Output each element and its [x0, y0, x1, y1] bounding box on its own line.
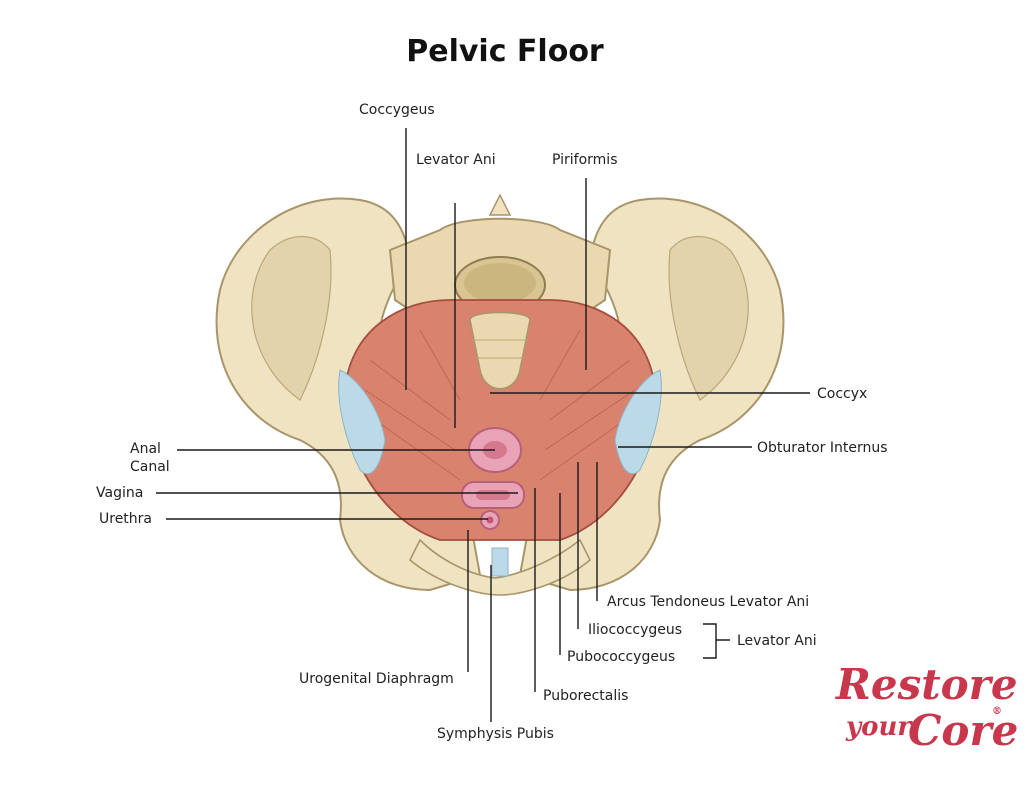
logo-registered-mark: ®: [992, 706, 1002, 717]
label-urogenital-diaphragm: Urogenital Diaphragm: [299, 671, 454, 687]
label-levator-ani-group: Levator Ani: [737, 633, 817, 649]
diagram-title: Pelvic Floor: [406, 34, 604, 69]
label-arcus-tendoneus: Arcus Tendoneus Levator Ani: [607, 594, 810, 610]
logo-line2-b: Core: [908, 706, 1019, 755]
levator-ani-bracket: [703, 623, 730, 659]
pubis: [409, 538, 591, 596]
label-vagina: Vagina: [96, 485, 144, 501]
label-symphysis-pubis: Symphysis Pubis: [437, 726, 554, 742]
right-ligament: [614, 369, 662, 475]
label-puborectalis: Puborectalis: [543, 688, 629, 704]
label-urethra: Urethra: [99, 511, 153, 527]
symphysis: [491, 547, 509, 577]
label-anal-canal-line2: Canal: [130, 459, 170, 475]
logo-line1: Restore: [836, 660, 1018, 709]
spinous-process: [488, 193, 512, 216]
label-iliococcygeus: Iliococcygeus: [588, 622, 683, 638]
left-ligament: [338, 369, 386, 475]
label-coccyx: Coccyx: [817, 386, 868, 402]
coccyx-bone: [469, 311, 531, 390]
leader-lines: [156, 128, 810, 722]
label-pubococcygeus: Pubococcygeus: [567, 649, 676, 665]
label-levator-ani-top: Levator Ani: [416, 152, 496, 168]
label-anal-canal-line1: Anal: [130, 441, 161, 457]
label-obturator-internus: Obturator Internus: [757, 440, 888, 456]
label-piriformis: Piriformis: [552, 152, 618, 168]
label-coccygeus: Coccygeus: [359, 102, 435, 118]
restore-your-core-logo: Restore your Core ®: [836, 660, 1018, 770]
logo-line2-a: your: [846, 712, 912, 742]
